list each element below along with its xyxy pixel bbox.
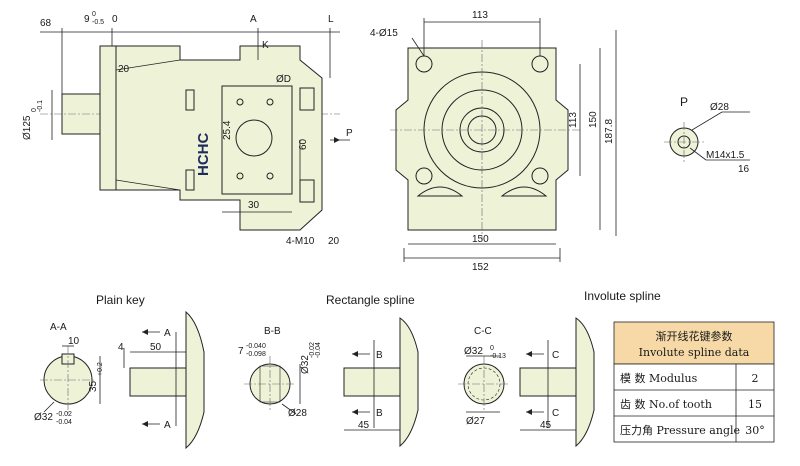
side-dim-113-top: 113 — [472, 10, 488, 21]
front-dim-68: 68 — [40, 18, 52, 29]
rect-spline-dim-phi28: Ø28 — [288, 408, 307, 419]
involute-spline-label-C-bot: C — [552, 408, 559, 419]
rect-spline-section-label: B-B — [264, 326, 281, 337]
rect-spline-dim-7-tol-hi: -0.040 — [246, 343, 266, 350]
front-label-P: P — [346, 128, 353, 139]
involute-spline-dim-phi32: Ø32 — [464, 346, 483, 357]
plain-key-shaft-side — [129, 367, 187, 397]
plain-key-label-A-bot: A — [164, 420, 171, 431]
spline-table-row-label: 压力角 Pressure angle — [620, 424, 740, 437]
involute-spline-section-label: C-C — [474, 326, 492, 337]
port-dim-phi28: Ø28 — [710, 102, 729, 113]
plain-key-dim-35-tol: +0.2 — [97, 362, 104, 376]
plain-key-title: Plain key — [96, 293, 145, 307]
front-dim-25-4: 25.4 — [222, 120, 233, 140]
plain-key-dim-phi32-tol-lo: -0.04 — [56, 419, 72, 426]
front-bolt — [185, 89, 195, 111]
front-bolt — [299, 179, 315, 203]
plain-key-section-label: A-A — [50, 322, 67, 333]
port-label-P: P — [680, 95, 688, 109]
front-dim-20-bot: 20 — [328, 236, 340, 247]
rect-spline-dim-45: 45 — [358, 420, 370, 431]
front-port-hole — [235, 119, 273, 157]
spline-table-row-value: 30° — [745, 424, 765, 437]
front-view: 68 9 0 -0.5 0 A L K 20 ØD 25.4 60 30 4-M… — [22, 11, 353, 247]
rect-spline-title: Rectangle spline — [326, 293, 415, 307]
rect-spline-shaft-side — [343, 367, 401, 397]
front-label-K: K — [262, 40, 269, 51]
port-thread-m14: M14x1.5 — [706, 150, 745, 161]
spline-table-row-value: 2 — [752, 372, 759, 385]
rect-spline-dim-phi32-tol-hi: -0.02 — [309, 342, 316, 358]
side-dim-187-8: 187.8 — [604, 119, 615, 144]
plain-key-dim-phi32: Ø32 — [34, 412, 53, 423]
front-dim-0: 0 — [112, 14, 118, 25]
rect-spline-label-B-bot: B — [376, 408, 383, 419]
side-dim-150-bot: 150 — [472, 234, 489, 245]
front-dim-60: 60 — [298, 138, 309, 150]
rect-spline-dim-phi32: Ø32 — [300, 355, 311, 374]
spline-table-row-label: 模 数 Modulus — [620, 372, 698, 385]
plain-key-dim-35: 35 — [88, 380, 99, 392]
rect-spline-label-B-top: B — [376, 350, 383, 361]
port-dim-16: 16 — [738, 164, 750, 175]
plain-key-dim-10: 10 — [68, 336, 80, 347]
side-holes-4-phi15: 4-Ø15 — [370, 28, 398, 39]
front-dim-phiD: ØD — [276, 74, 291, 85]
side-dim-113-right: 113 — [568, 112, 579, 128]
front-dim-30: 30 — [248, 200, 260, 211]
involute-spline-label-C-top: C — [552, 350, 559, 361]
spline-table-row-label: 齿 数 No.of tooth — [620, 398, 712, 411]
rect-spline-dim-phi32-tol-lo: -0.04 — [315, 342, 322, 358]
front-dim-phi125-tol-hi: 0 — [31, 108, 38, 112]
side-dim-152: 152 — [472, 262, 489, 273]
involute-spline-dim-phi32-tol-hi: 0 — [490, 345, 494, 352]
spline-data-table: 渐开线花键参数 Involute spline data 模 数 Modulus… — [613, 321, 775, 443]
plain-key-dim-50: 50 — [150, 342, 162, 353]
port-detail: P Ø28 M14x1.5 16 — [664, 95, 750, 175]
involute-spline-dim-45: 45 — [540, 420, 552, 431]
involute-spline-flange-side — [575, 317, 595, 448]
front-label-L: L — [328, 14, 334, 25]
plain-key-section: Plain key A-A 10 35 +0.2 Ø32 -0.02 -0.04… — [34, 293, 205, 450]
side-bolt-hole — [415, 167, 433, 185]
brand-logo-text: HCHC — [195, 133, 212, 176]
side-bottom-bosses — [416, 186, 548, 197]
side-dim-150-right: 150 — [588, 111, 599, 128]
rect-spline-dim-7: 7 — [238, 346, 244, 357]
rect-spline-dim-7-tol-lo: -0.098 — [246, 351, 266, 358]
spline-table-header — [613, 321, 775, 365]
plain-key-dim-4: 4 — [118, 342, 124, 353]
spline-table-title-cn: 渐开线花键参数 — [656, 329, 733, 343]
front-bolt — [185, 169, 195, 191]
front-dim-9: 9 — [84, 14, 90, 25]
rectangle-spline-section: Rectangle spline B-B 7 -0.040 -0.098 Ø32… — [238, 293, 419, 448]
front-dim-phi125-tol-lo: -0.1 — [37, 100, 44, 112]
front-dim-4-m10: 4-M10 — [286, 236, 315, 247]
front-dim-phi125: Ø125 — [22, 115, 33, 140]
plain-key-dim-phi32-tol-hi: -0.02 — [56, 411, 72, 418]
involute-spline-title: Involute spline — [584, 289, 661, 303]
involute-spline-dim-phi27: Ø27 — [466, 416, 485, 427]
front-body-lines — [115, 59, 181, 191]
front-flange — [99, 45, 117, 191]
spline-table-row-value: 15 — [748, 398, 762, 411]
rect-spline-flange-side — [399, 317, 419, 448]
side-bolt-hole — [415, 55, 433, 73]
side-view: 4-Ø15 113 113 150 187.8 150 152 — [370, 10, 617, 273]
front-dim-9-tol-hi: 0 — [92, 11, 96, 18]
front-label-A: A — [250, 14, 257, 25]
spline-table-title-en: Involute spline data — [639, 346, 750, 359]
front-bolt — [299, 87, 315, 111]
side-bolt-hole — [531, 167, 549, 185]
side-bolt-hole — [531, 55, 549, 73]
involute-spline-section: Involute spline C-C Ø32 0 -0.13 Ø27 C C … — [458, 289, 661, 448]
front-dim-20-top: 20 — [118, 64, 130, 75]
front-dim-9-tol-lo: -0.5 — [92, 19, 104, 26]
plain-key-flange-side — [185, 310, 205, 450]
plain-key-label-A-top: A — [164, 328, 171, 339]
involute-spline-dim-phi32-tol-lo: -0.13 — [490, 353, 506, 360]
